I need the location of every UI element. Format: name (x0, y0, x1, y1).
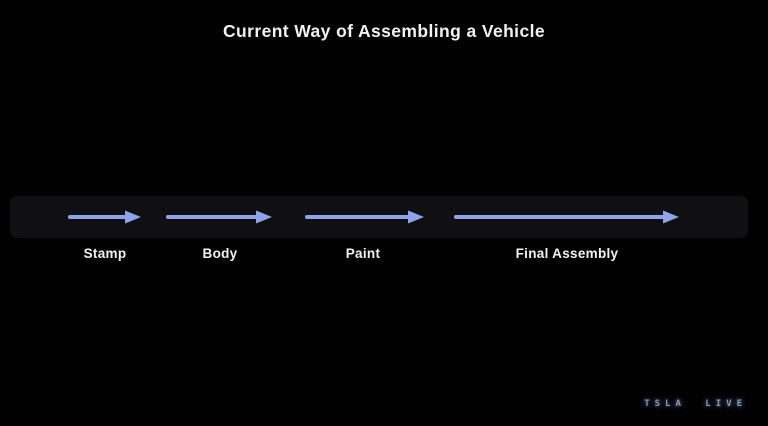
stage-label-paint: Paint (345, 246, 381, 261)
tsla-live-watermark: TSLA LIVE (644, 399, 747, 409)
stage-label-final-assembly: Final Assembly (515, 246, 619, 261)
flow-arrow-body (166, 210, 272, 224)
slide-title: Current Way of Assembling a Vehicle (223, 21, 545, 41)
stage-label-stamp: Stamp (83, 246, 127, 261)
stage-label-body: Body (202, 246, 238, 261)
flow-arrow-stamp (68, 210, 141, 224)
flow-arrow-final-assembly (454, 210, 679, 224)
flow-arrow-paint (305, 210, 424, 224)
